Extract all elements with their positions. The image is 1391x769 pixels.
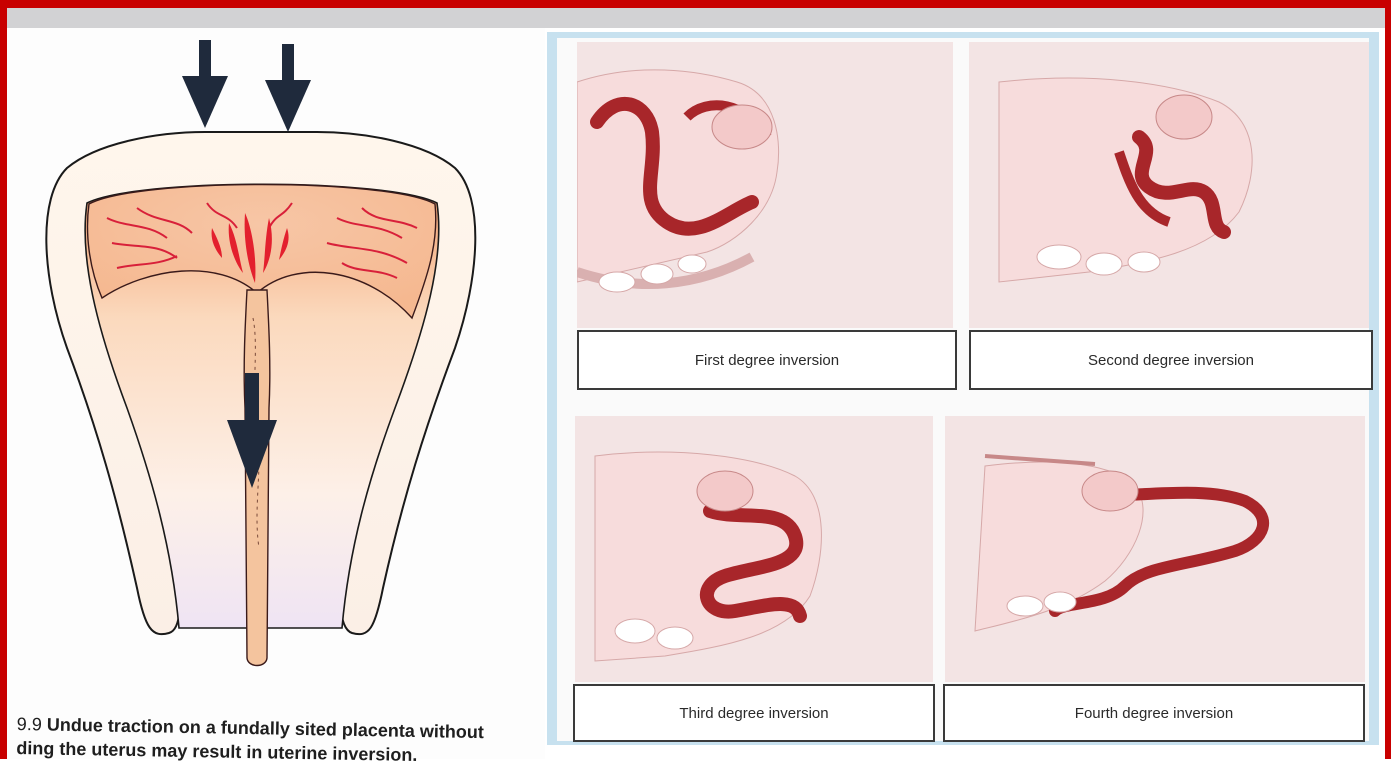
- frame-top-border: [0, 0, 1391, 8]
- frame-right-border: [1385, 0, 1391, 759]
- frame-top-strip: [0, 8, 1391, 28]
- umbilical-cord: [244, 290, 270, 666]
- down-arrow-icon: [265, 44, 311, 132]
- caption-line-1: Undue traction on a fundally sited place…: [47, 715, 484, 743]
- fourth-degree-image: [945, 416, 1365, 682]
- figure-caption: 9.9 Undue traction on a fundally sited p…: [16, 712, 537, 769]
- second-degree-label: Second degree inversion: [969, 330, 1373, 390]
- figure-number: 9.9: [17, 714, 42, 734]
- third-degree-image: [575, 416, 933, 682]
- third-degree-label: Third degree inversion: [573, 684, 935, 742]
- caption-line-2: ding the uterus may result in uterine in…: [16, 738, 417, 765]
- third-degree-text: Third degree inversion: [679, 705, 828, 722]
- first-degree-label: First degree inversion: [577, 330, 957, 390]
- second-degree-image: [969, 42, 1369, 328]
- inversion-stages-grid: First degree inversion Second degree inv…: [557, 38, 1369, 741]
- down-arrow-icon: [182, 40, 228, 128]
- fourth-degree-text: Fourth degree inversion: [1075, 705, 1233, 722]
- uterus-illustration: [7, 28, 545, 759]
- first-degree-text: First degree inversion: [695, 352, 839, 369]
- second-degree-text: Second degree inversion: [1088, 352, 1254, 369]
- fourth-degree-label: Fourth degree inversion: [943, 684, 1365, 742]
- first-degree-image: [577, 42, 953, 328]
- uterus-illustration-panel: 9.9 Undue traction on a fundally sited p…: [7, 28, 545, 759]
- frame-left-border: [0, 0, 7, 759]
- inversion-stages-panel: First degree inversion Second degree inv…: [547, 32, 1379, 745]
